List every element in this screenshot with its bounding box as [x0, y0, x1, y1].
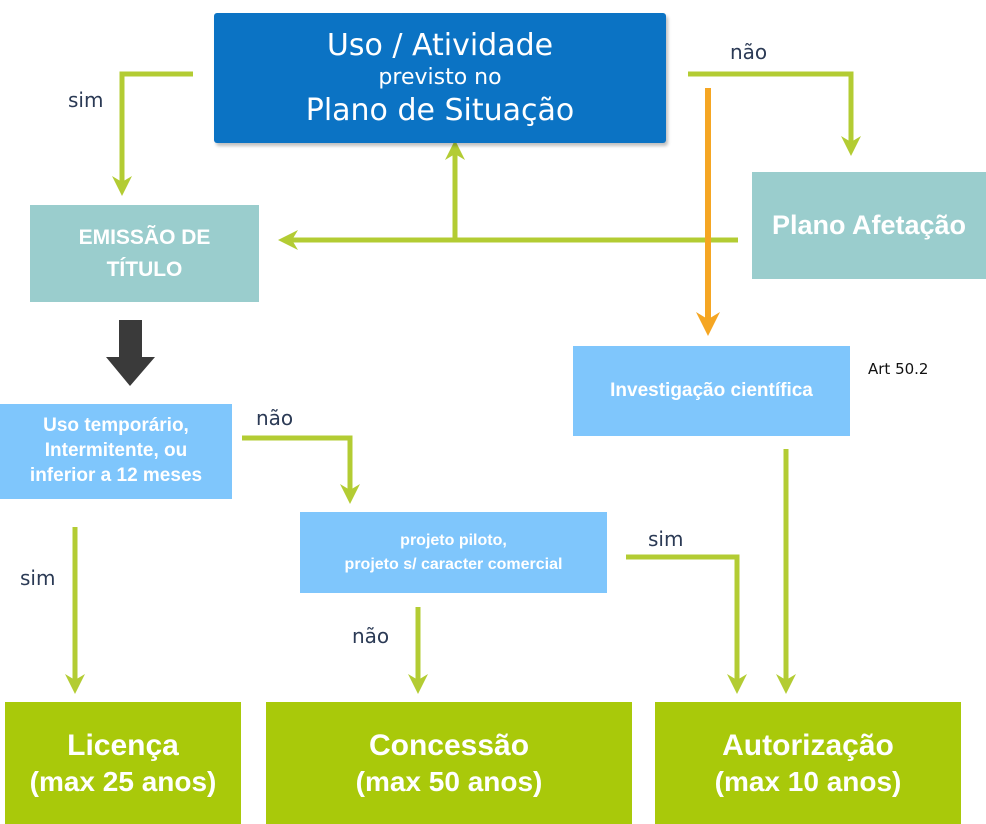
label-nao-uso: não: [256, 406, 294, 430]
arrow-nao-to-afetacao: [688, 71, 861, 156]
uso-temporario-line2: Intermitente, ou: [44, 440, 188, 462]
emissao-line2: TÍTULO: [106, 257, 183, 281]
concessao-sub: (max 50 anos): [355, 766, 543, 798]
licenca-box: Licença (max 25 anos): [5, 702, 241, 824]
emissao-line1: EMISSÃO DE: [78, 226, 211, 249]
top-decision-box: Uso / Atividade previsto no Plano de Sit…: [214, 13, 666, 143]
emissao-titulo-box: EMISSÃO DE TÍTULO: [30, 205, 259, 302]
label-nao-top: não: [730, 40, 768, 64]
licenca-sub: (max 25 anos): [29, 766, 217, 798]
arrow-nao-to-projeto: [242, 435, 360, 504]
uso-temporario-line3: inferior a 12 meses: [29, 464, 203, 486]
uso-temporario-line1: Uso temporário,: [43, 415, 189, 437]
top-box-line1: Uso / Atividade: [326, 27, 554, 63]
concessao-title: Concessão: [368, 728, 530, 762]
arrow-sim-to-emissao: [112, 71, 193, 196]
licenca-title: Licença: [67, 728, 179, 762]
autorizacao-box: Autorização (max 10 anos): [655, 702, 961, 824]
investigacao-label: Investigação científica: [610, 380, 813, 401]
uso-temporario-box: Uso temporário, Intermitente, ou inferio…: [0, 404, 232, 499]
art-reference: Art 50.2: [868, 360, 929, 378]
label-nao-projeto: não: [352, 624, 390, 648]
projeto-line1: projeto piloto,: [400, 531, 507, 549]
plano-afetacao-box: Plano Afetação: [752, 172, 986, 279]
label-sim-uso: sim: [20, 566, 56, 590]
projeto-box: projeto piloto, projeto s/ caracter come…: [300, 512, 607, 593]
top-box-line2: previsto no: [378, 65, 502, 91]
label-sim-projeto: sim: [648, 527, 684, 551]
projeto-line2: projeto s/ caracter comercial: [344, 555, 563, 573]
label-sim-top: sim: [68, 88, 104, 112]
investigacao-box: Investigação científica: [573, 346, 850, 436]
autorizacao-title: Autorização: [722, 728, 894, 762]
concessao-box: Concessão (max 50 anos): [266, 702, 632, 824]
top-box-line3: Plano de Situação: [305, 92, 575, 128]
autorizacao-sub: (max 10 anos): [714, 766, 902, 798]
arrow-sim-to-autorizacao: [626, 554, 747, 694]
arrow-dark-down: [106, 320, 155, 386]
plano-afetacao-label: Plano Afetação: [771, 210, 967, 240]
